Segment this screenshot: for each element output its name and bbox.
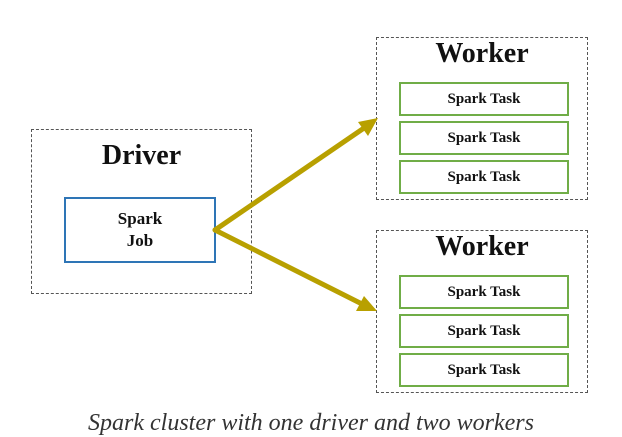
worker-2-title: Worker <box>435 231 529 262</box>
arrowhead-worker-2 <box>356 296 377 311</box>
spark-job-line2: Job <box>126 231 154 250</box>
worker-2-task-2: Spark Task <box>399 314 569 348</box>
worker-1-title: Worker <box>435 38 529 69</box>
driver-title: Driver <box>101 140 182 171</box>
arrow-to-worker-2 <box>212 227 365 307</box>
worker-2-task-3: Spark Task <box>399 353 569 387</box>
worker-1-task-2: Spark Task <box>399 121 569 155</box>
arrows-layer <box>212 118 378 311</box>
worker-1-task-3: Spark Task <box>399 160 569 194</box>
worker-1-task-1: Spark Task <box>399 82 569 116</box>
arrowhead-worker-1 <box>358 118 378 136</box>
worker-node-2: Worker Spark Task Spark Task Spark Task <box>376 230 588 393</box>
spark-job-box: Spark Job <box>64 197 216 263</box>
driver-node: Driver Spark Job <box>31 129 252 294</box>
worker-2-task-1: Spark Task <box>399 275 569 309</box>
arrow-to-worker-1 <box>212 125 367 233</box>
spark-job-line1: Spark <box>117 209 163 228</box>
